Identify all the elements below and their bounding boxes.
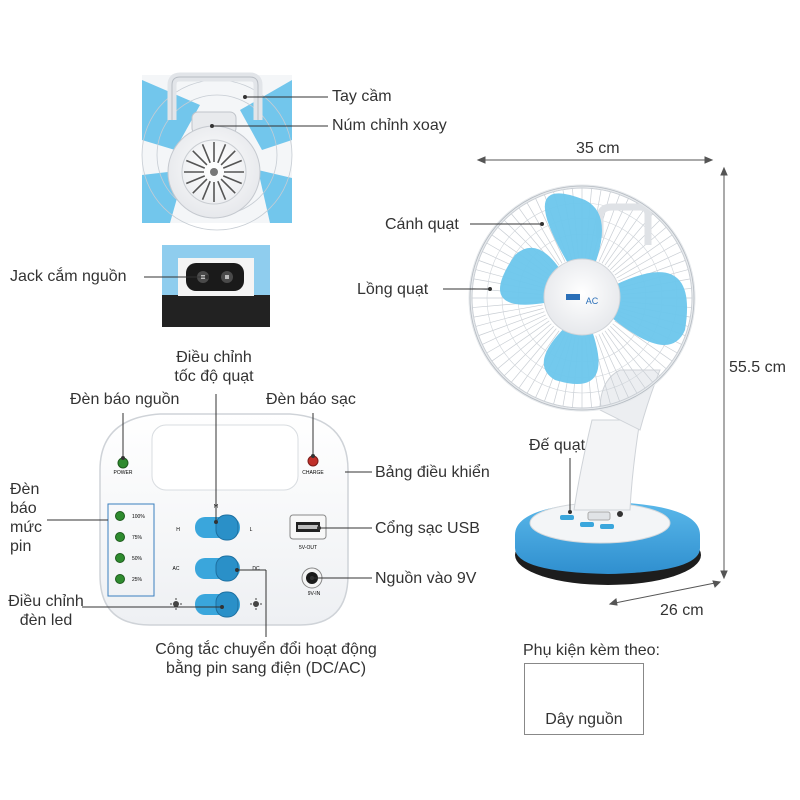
top-detail-photo xyxy=(141,72,293,231)
label-mode-switch-line1: Công tắc chuyển đổi hoạt động xyxy=(155,641,377,658)
speed-h-text: H xyxy=(176,527,180,533)
label-led-adjust-line2: đèn led xyxy=(19,612,73,630)
power-text: POWER xyxy=(114,470,133,476)
usb-out-text: 5V-OUT xyxy=(299,545,317,551)
label-handle: Tay cầm xyxy=(332,88,392,105)
label-control-panel: Bảng điều khiển xyxy=(375,464,490,481)
label-power-jack: Jack cắm nguồn xyxy=(10,268,127,285)
label-mode-switch: Công tắc chuyển đổi hoạt động bằng pin s… xyxy=(136,640,396,678)
leader-lines xyxy=(47,95,572,637)
mode-dc-text: DC xyxy=(252,566,260,572)
control-panel: POWER CHARGE 100%75%50%25% M H L AC DC xyxy=(99,413,349,626)
label-cage: Lồng quạt xyxy=(357,281,429,298)
battery-level-led xyxy=(115,574,125,584)
power-jack-photo xyxy=(162,245,270,327)
sun-icon-right xyxy=(250,598,262,610)
label-mode-switch-line2: bằng pin sang điện (DC/AC) xyxy=(165,660,367,678)
label-power-cord: Dây nguồn xyxy=(545,711,623,728)
label-battery-level-line4: pin xyxy=(10,538,32,555)
label-speed-control-line1: Điều chỉnh xyxy=(176,349,252,366)
label-battery-level-line3: mức xyxy=(10,519,43,536)
label-charge-indicator: Đèn báo sạc xyxy=(266,391,356,408)
speed-l-text: L xyxy=(250,527,253,533)
label-led-adjust: Điều chỉnh đèn led xyxy=(6,592,86,630)
battery-level-text: 75% xyxy=(132,535,143,541)
label-rotary-knob: Núm chỉnh xoay xyxy=(332,117,447,134)
label-blades: Cánh quạt xyxy=(385,216,459,233)
input-9v-text: 9V-IN xyxy=(308,591,321,597)
fan-logo-text: AC xyxy=(586,296,599,306)
label-led-adjust-line1: Điều chỉnh xyxy=(8,593,84,610)
dimension-height: 55.5 cm xyxy=(729,359,786,376)
sun-icon-left xyxy=(170,598,182,610)
battery-level-led xyxy=(115,511,125,521)
label-base: Đế quạt xyxy=(529,437,586,454)
fan-logo: AC xyxy=(566,294,599,306)
fan-photo: AC xyxy=(468,184,701,585)
dimension-lines xyxy=(476,156,728,606)
label-battery-level-line2: báo xyxy=(10,500,37,517)
label-battery-level: Đèn báo mức pin xyxy=(10,480,42,556)
battery-level-text: 25% xyxy=(132,577,143,583)
label-speed-control: Điều chỉnh tốc độ quạt xyxy=(164,348,264,386)
battery-level-led xyxy=(115,553,125,563)
dimension-width: 35 cm xyxy=(576,140,620,157)
mode-switch[interactable] xyxy=(195,555,240,582)
battery-level-led xyxy=(115,532,125,542)
charge-text: CHARGE xyxy=(302,470,324,476)
mode-ac-text: AC xyxy=(173,566,180,572)
label-speed-control-line2: tốc độ quạt xyxy=(174,368,254,386)
label-power-input: Nguồn vào 9V xyxy=(375,570,477,587)
battery-level-text: 100% xyxy=(132,514,145,520)
usb-port[interactable] xyxy=(289,514,327,540)
label-power-indicator: Đèn báo nguồn xyxy=(70,391,180,408)
led-slider[interactable] xyxy=(195,591,240,618)
dimension-depth: 26 cm xyxy=(660,602,704,619)
battery-level-text: 50% xyxy=(132,556,143,562)
label-usb-port: Cổng sạc USB xyxy=(375,520,480,537)
speed-slider[interactable] xyxy=(195,514,240,541)
accessory-box xyxy=(524,663,644,735)
accessories-title: Phụ kiện kèm theo: xyxy=(523,642,660,659)
label-battery-level-line1: Đèn xyxy=(10,481,40,498)
